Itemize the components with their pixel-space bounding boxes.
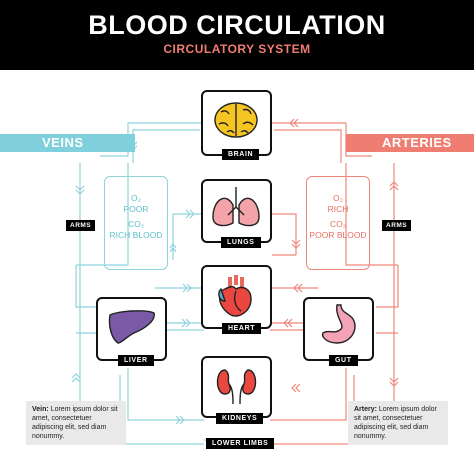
artery-note-label: Artery: [354, 406, 377, 413]
stomach-icon [321, 304, 356, 344]
gas-right-co2: CO₂ [329, 219, 347, 229]
lungs-label: LUNGS [221, 237, 261, 248]
kidneys-icon [216, 369, 257, 405]
lower-limbs-label: LOWER LIMBS [206, 438, 275, 449]
kidneys-label: KIDNEYS [216, 413, 264, 424]
lungs-icon [212, 187, 260, 227]
liver-label: LIVER [118, 355, 154, 366]
vein-paths [75, 122, 209, 445]
page-subtitle: CIRCULATORY SYSTEM [163, 42, 311, 56]
kidneys-box [201, 356, 272, 418]
brain-box [201, 90, 272, 156]
page-title: BLOOD CIRCULATION [88, 10, 386, 40]
artery-arrows [283, 118, 399, 393]
deoxygenated-info-box: O₂ POOR CO₂ RICH BLOOD [104, 176, 168, 270]
liver-box [96, 297, 167, 361]
gas-right-poor: POOR BLOOD [309, 230, 367, 240]
veins-label: VEINS [42, 135, 84, 150]
gas-right-o2: O₂ [333, 193, 343, 203]
heart-icon [218, 275, 252, 317]
arteries-banner: ARTERIES [346, 134, 474, 152]
artery-note: Artery: Lorem ipsum dolor sit amet, cons… [348, 401, 448, 445]
veins-banner: VEINS [0, 134, 135, 152]
gas-left-poor: POOR [123, 204, 149, 214]
arms-tag-left: ARMS [66, 220, 96, 231]
brain-icon [214, 102, 258, 138]
oxygenated-info-box: O₂ RICH CO₂ POOR BLOOD [306, 176, 370, 270]
vein-note-label: Vein: [32, 406, 49, 413]
arteries-label: ARTERIES [382, 135, 452, 150]
gas-left-rich: RICH BLOOD [109, 230, 163, 240]
gas-right-rich: RICH [327, 204, 349, 214]
artery-note-text: Lorem ipsum dolor sit amet, consectetuer… [354, 406, 437, 440]
gut-box [303, 297, 374, 361]
gut-label: GUT [329, 355, 358, 366]
heart-box [201, 265, 272, 329]
lungs-box [201, 179, 272, 243]
artery-paths [270, 122, 399, 445]
vein-arrows [71, 141, 195, 425]
vein-note-text: Lorem ipsum dolor sit amet, consectetuer… [32, 406, 118, 440]
gas-left-o2: O₂ [131, 193, 141, 203]
vein-note: Vein: Lorem ipsum dolor sit amet, consec… [26, 401, 126, 445]
header-bar: BLOOD CIRCULATION CIRCULATORY SYSTEM [0, 0, 474, 70]
brain-label: BRAIN [222, 149, 260, 160]
arms-tag-right: ARMS [382, 220, 412, 231]
heart-label: HEART [222, 323, 262, 334]
liver-icon [108, 310, 155, 344]
gas-left-co2: CO₂ [127, 219, 145, 229]
